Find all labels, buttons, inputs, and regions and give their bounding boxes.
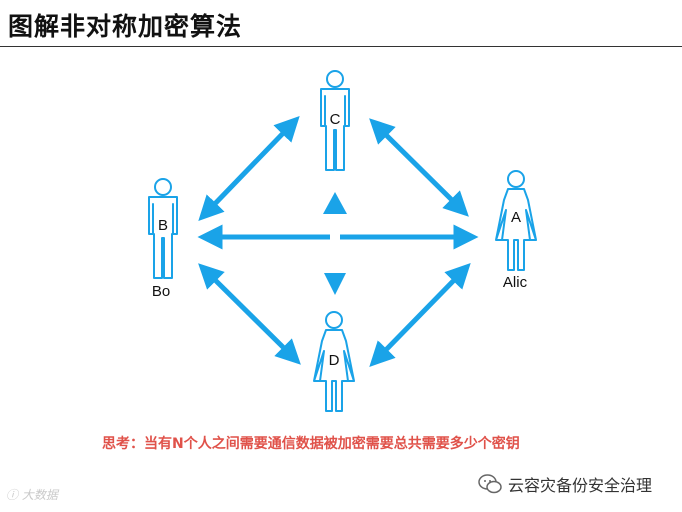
account-footer: 云容灾备份安全治理 xyxy=(478,472,652,496)
arrow-d-a xyxy=(369,263,471,367)
arrow-b-c xyxy=(198,116,300,221)
watermark: ⓘ 大数据 xyxy=(6,486,58,503)
question-text: 思考：当有N个人之间需要通信数据被加密需要总共需要多少个密钥 xyxy=(102,436,520,452)
person-b-name: Bo xyxy=(152,283,170,300)
wechat-icon xyxy=(478,474,502,494)
person-a-label: A xyxy=(511,209,521,226)
watermark-text: 大数据 xyxy=(21,488,58,502)
person-b-label: B xyxy=(158,217,168,234)
person-a: A xyxy=(495,170,537,271)
arrow-up-to-c xyxy=(323,192,347,214)
title-divider xyxy=(0,46,682,47)
person-d-label: D xyxy=(329,352,340,369)
person-c-label: C xyxy=(330,111,341,128)
arrow-down-to-d xyxy=(324,273,346,295)
person-a-name: Alic xyxy=(503,274,528,291)
watermark-logo-icon: ⓘ xyxy=(6,488,19,502)
person-d: D xyxy=(313,311,355,412)
page-title: 图解非对称加密算法 xyxy=(8,12,243,41)
arrow-c-a xyxy=(369,118,469,217)
person-c: C xyxy=(320,70,350,171)
person-b: B xyxy=(148,178,178,279)
arrow-b-d xyxy=(198,263,301,365)
account-name: 云容灾备份安全治理 xyxy=(508,476,653,495)
